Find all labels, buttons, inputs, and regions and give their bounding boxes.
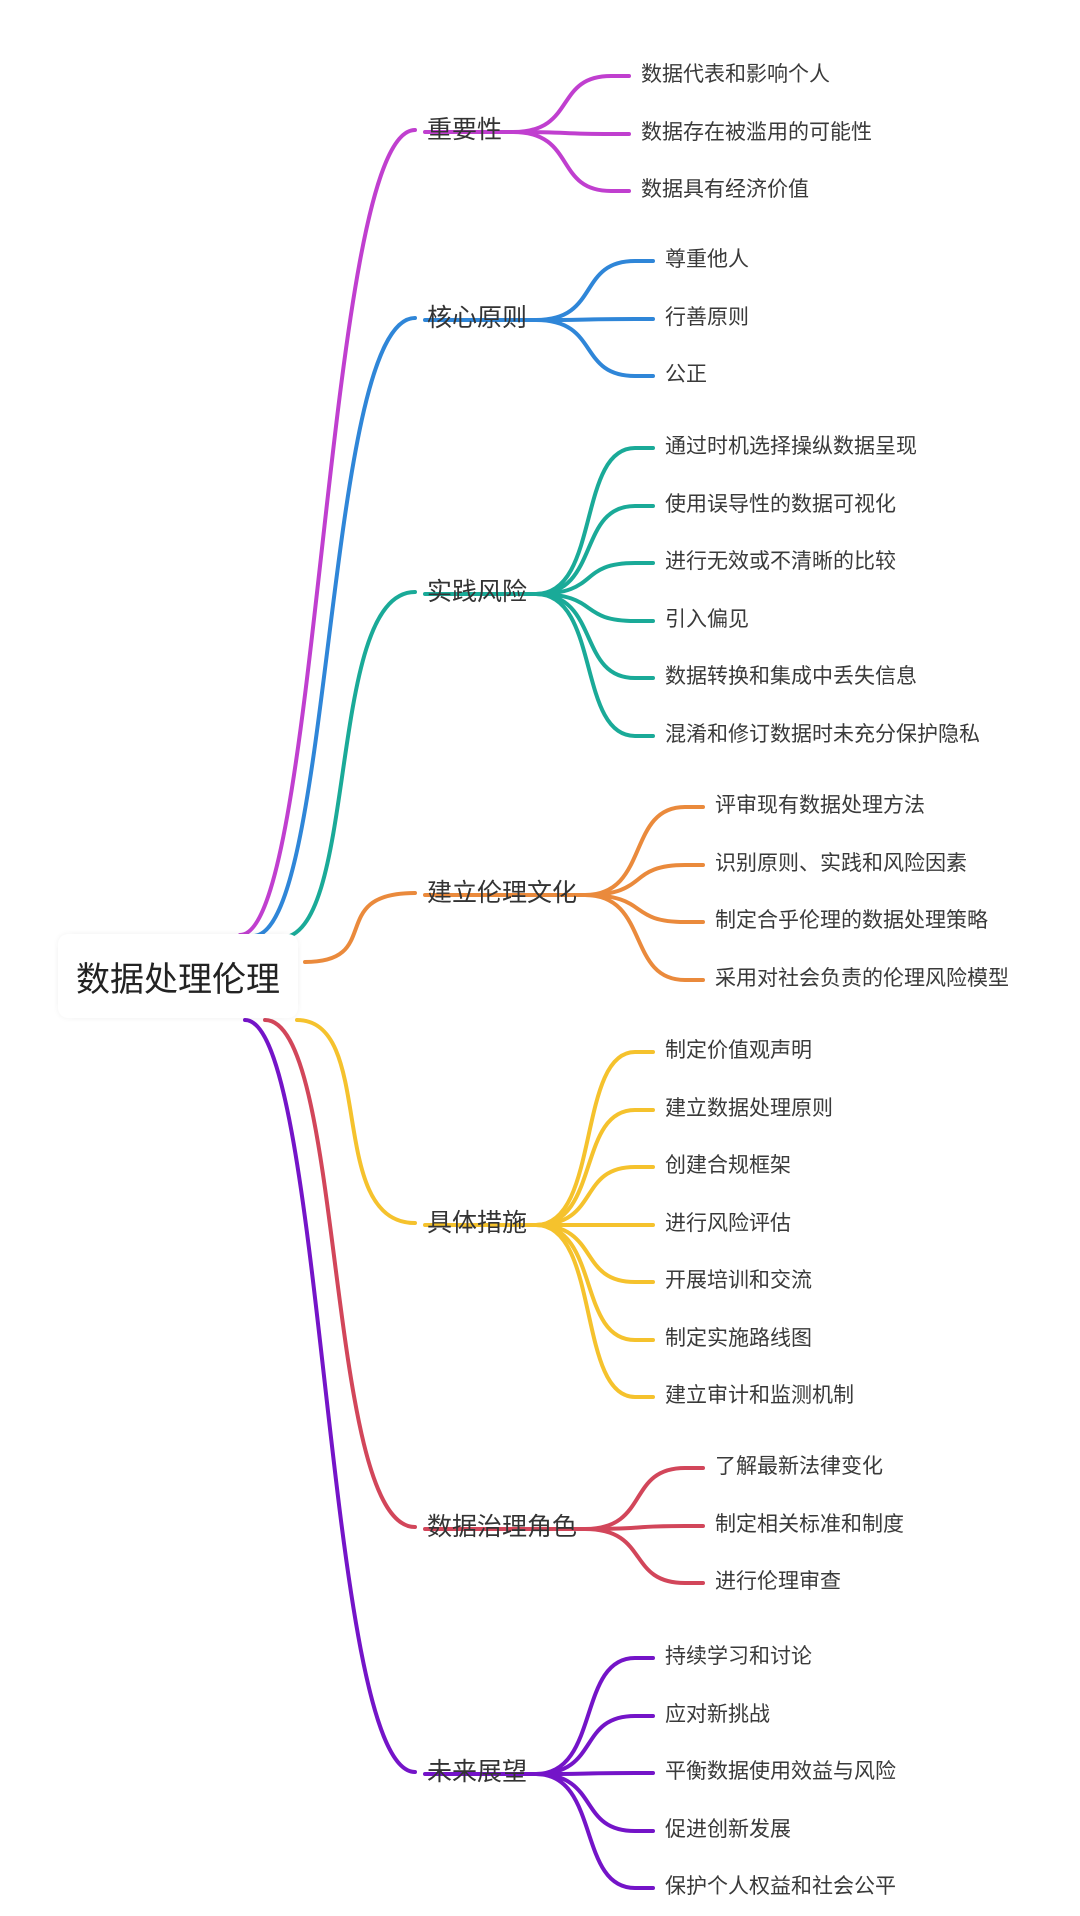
leaf-node[interactable]: 数据存在被滥用的可能性 bbox=[641, 120, 872, 144]
leaf-node[interactable]: 行善原则 bbox=[665, 305, 749, 329]
leaf-link bbox=[583, 805, 705, 897]
branch-link bbox=[243, 1018, 417, 1774]
leaf-link bbox=[583, 893, 705, 924]
leaf-link bbox=[511, 74, 631, 134]
leaf-node[interactable]: 混淆和修订数据时未充分保护隐私 bbox=[665, 722, 980, 746]
leaf-link bbox=[534, 1714, 655, 1776]
leaf-node[interactable]: 促进创新发展 bbox=[665, 1817, 791, 1841]
leaf-node[interactable]: 进行无效或不清晰的比较 bbox=[665, 549, 896, 573]
leaf-node[interactable]: 尊重他人 bbox=[665, 247, 749, 271]
leaf-node[interactable]: 创建合规框架 bbox=[665, 1153, 791, 1177]
leaf-node[interactable]: 通过时机选择操纵数据呈现 bbox=[665, 434, 917, 458]
branch-node[interactable]: 数据治理角色 bbox=[427, 1512, 578, 1541]
branch-link bbox=[278, 590, 417, 940]
leaf-node[interactable]: 识别原则、实践和风险因素 bbox=[715, 851, 967, 875]
leaf-node[interactable]: 评审现有数据处理方法 bbox=[715, 793, 925, 817]
leaf-node[interactable]: 制定合乎伦理的数据处理策略 bbox=[715, 908, 988, 932]
leaf-node[interactable]: 开展培训和交流 bbox=[665, 1268, 812, 1292]
root-node[interactable]: 数据处理伦理 bbox=[58, 934, 298, 1018]
leaf-link bbox=[534, 561, 655, 596]
leaf-node[interactable]: 建立数据处理原则 bbox=[665, 1096, 833, 1120]
leaf-link bbox=[534, 317, 655, 322]
leaf-link bbox=[583, 863, 705, 897]
branch-node[interactable]: 核心原则 bbox=[427, 303, 528, 332]
branch-node[interactable]: 重要性 bbox=[427, 115, 503, 144]
leaf-link bbox=[534, 592, 655, 738]
leaf-link bbox=[534, 1771, 655, 1776]
leaf-link bbox=[534, 592, 655, 623]
leaf-link bbox=[534, 1656, 655, 1776]
leaf-link bbox=[511, 130, 631, 136]
leaf-link bbox=[534, 592, 655, 680]
branch-link bbox=[295, 1018, 417, 1225]
branch-link bbox=[251, 316, 417, 938]
leaf-link bbox=[583, 1524, 705, 1531]
leaf-node[interactable]: 应对新挑战 bbox=[665, 1702, 770, 1726]
leaf-node[interactable]: 进行风险评估 bbox=[665, 1211, 791, 1235]
leaf-link bbox=[534, 318, 655, 378]
leaf-link bbox=[534, 504, 655, 596]
leaf-link bbox=[534, 446, 655, 596]
leaf-link bbox=[534, 259, 655, 322]
leaf-link bbox=[534, 1223, 655, 1342]
leaf-link bbox=[583, 893, 705, 982]
branch-node[interactable]: 具体措施 bbox=[427, 1208, 528, 1237]
leaf-link bbox=[534, 1165, 655, 1227]
root-label: 数据处理伦理 bbox=[76, 959, 280, 1000]
leaf-node[interactable]: 引入偏见 bbox=[665, 607, 749, 631]
leaf-link bbox=[534, 1223, 655, 1399]
leaf-node[interactable]: 建立审计和监测机制 bbox=[665, 1383, 854, 1407]
leaf-link bbox=[511, 130, 631, 193]
leaf-link bbox=[534, 1772, 655, 1833]
leaf-node[interactable]: 持续学习和讨论 bbox=[665, 1644, 812, 1668]
leaf-node[interactable]: 制定实施路线图 bbox=[665, 1326, 812, 1350]
branch-node[interactable]: 未来展望 bbox=[427, 1757, 528, 1786]
branch-node[interactable]: 建立伦理文化 bbox=[427, 878, 578, 907]
branch-link bbox=[238, 128, 417, 937]
leaf-node[interactable]: 进行伦理审查 bbox=[715, 1569, 841, 1593]
leaf-node[interactable]: 采用对社会负责的伦理风险模型 bbox=[715, 966, 1009, 990]
leaf-node[interactable]: 保护个人权益和社会公平 bbox=[665, 1874, 896, 1898]
leaf-link bbox=[534, 1108, 655, 1227]
leaf-link bbox=[534, 1223, 655, 1284]
leaf-node[interactable]: 数据代表和影响个人 bbox=[641, 62, 830, 86]
leaf-link bbox=[583, 1466, 705, 1531]
leaf-node[interactable]: 公正 bbox=[665, 362, 707, 386]
leaf-link bbox=[534, 1772, 655, 1890]
leaf-node[interactable]: 数据转换和集成中丢失信息 bbox=[665, 664, 917, 688]
branch-node[interactable]: 实践风险 bbox=[427, 577, 528, 606]
leaf-node[interactable]: 平衡数据使用效益与风险 bbox=[665, 1759, 896, 1783]
leaf-link bbox=[534, 1050, 655, 1227]
leaf-link bbox=[583, 1527, 705, 1585]
leaf-node[interactable]: 制定相关标准和制度 bbox=[715, 1512, 904, 1536]
leaf-node[interactable]: 了解最新法律变化 bbox=[715, 1454, 883, 1478]
branch-link bbox=[263, 1018, 417, 1529]
leaf-node[interactable]: 制定价值观声明 bbox=[665, 1038, 812, 1062]
branch-link bbox=[303, 891, 417, 964]
leaf-node[interactable]: 数据具有经济价值 bbox=[641, 177, 809, 201]
leaf-node[interactable]: 使用误导性的数据可视化 bbox=[665, 492, 896, 516]
